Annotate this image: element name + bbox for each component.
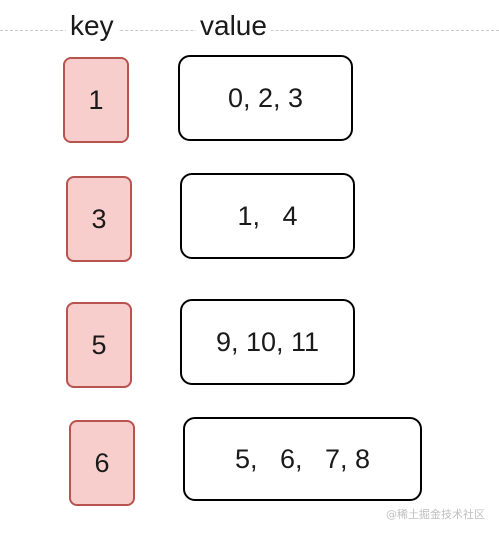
key-box-6: 6 [69, 420, 135, 506]
key-box-3: 3 [66, 176, 132, 262]
value-box-3: 1, 4 [180, 173, 355, 259]
watermark: @稀土掘金技术社区 [386, 508, 485, 521]
key-box-5: 5 [66, 302, 132, 388]
value-box-5: 9, 10, 11 [180, 299, 355, 385]
value-column-header: value [196, 8, 271, 44]
value-box-1: 0, 2, 3 [178, 55, 353, 141]
key-box-1: 1 [63, 57, 129, 143]
key-column-header: key [66, 8, 118, 44]
value-box-6: 5, 6, 7, 8 [183, 417, 422, 501]
